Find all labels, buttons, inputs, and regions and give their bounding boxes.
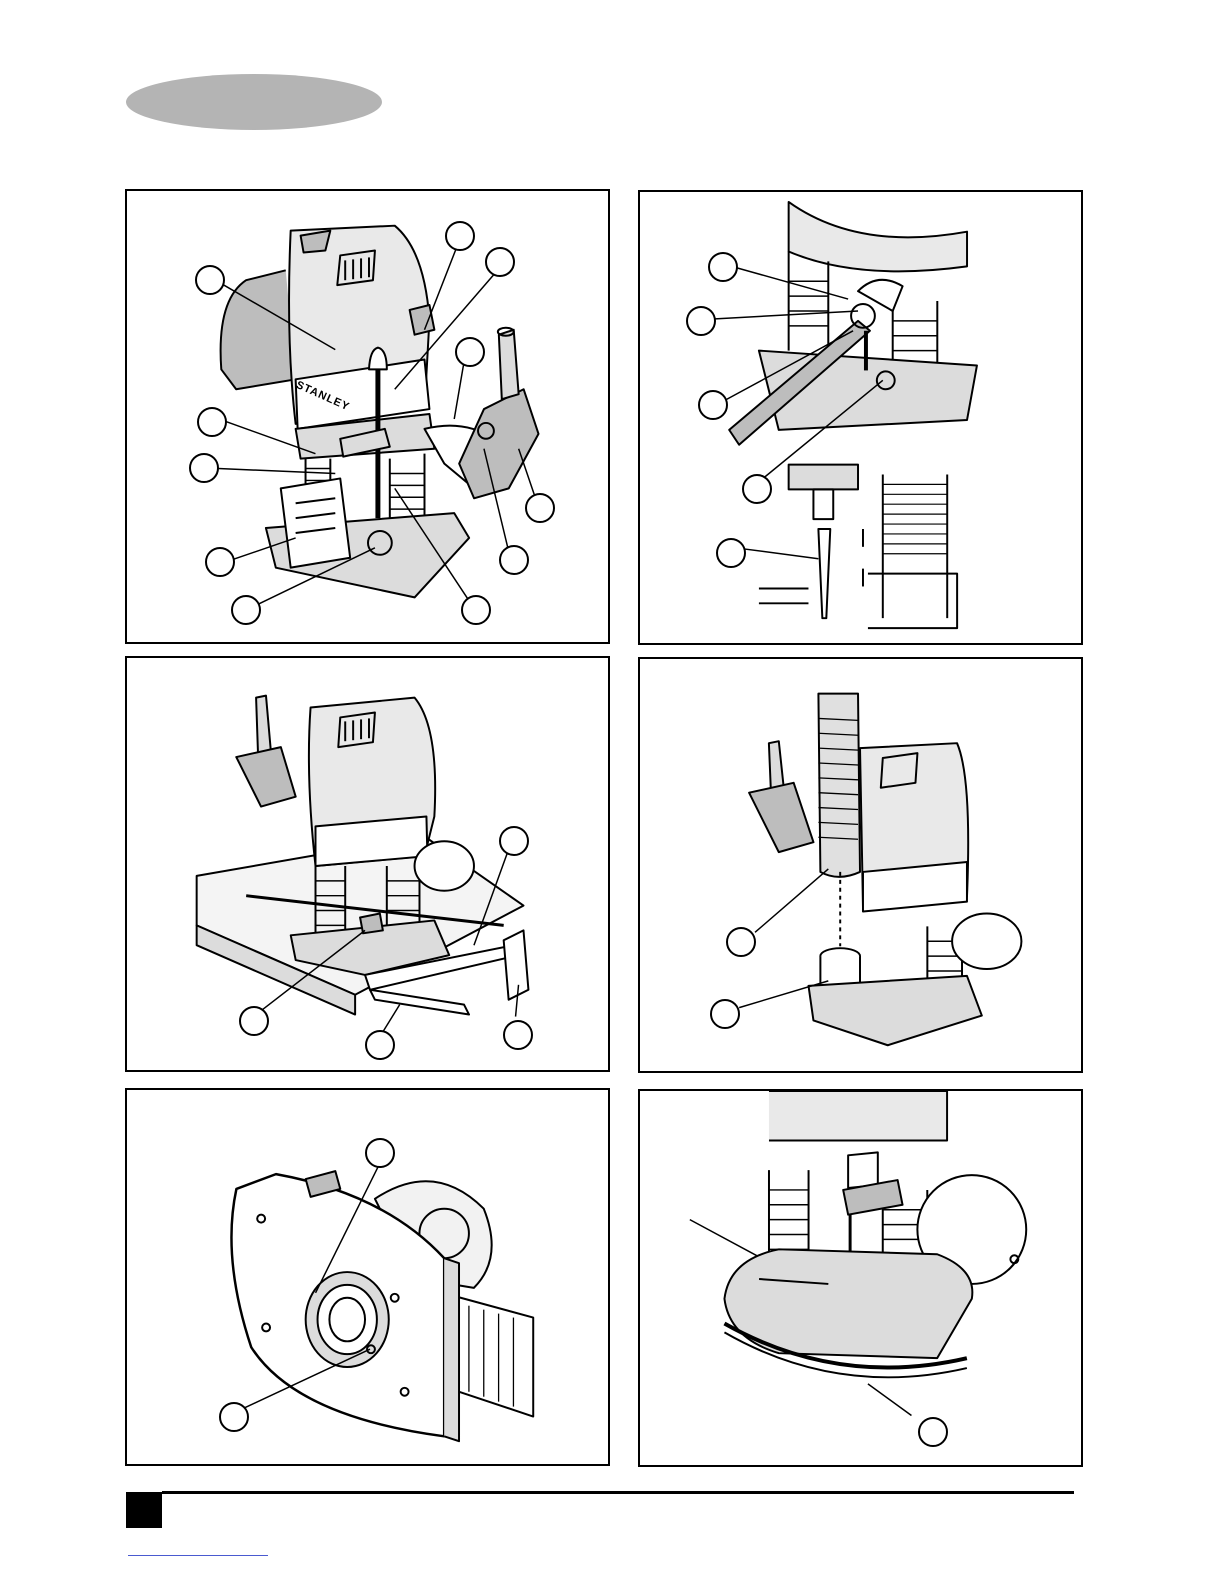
- section-header-oval: [126, 74, 382, 130]
- figure-d-dust-extraction: [638, 657, 1083, 1073]
- figure-a-router-overview: STANLEY: [125, 189, 610, 644]
- callout-c-02: [239, 1006, 269, 1036]
- figure-b-collet-detail: [638, 190, 1083, 645]
- parallel-guide-drawing: [127, 658, 608, 1070]
- dust-extraction-drawing: [640, 659, 1081, 1071]
- template-guide-drawing: [640, 1091, 1081, 1465]
- callout-a-06: [189, 453, 219, 483]
- callout-e-02: [219, 1402, 249, 1432]
- callout-a-08: [499, 545, 529, 575]
- callout-a-09: [205, 547, 235, 577]
- callout-f-01: [918, 1417, 948, 1447]
- callout-c-04: [503, 1020, 533, 1050]
- callout-a-07: [525, 493, 555, 523]
- callout-a-04: [455, 337, 485, 367]
- figure-f-template-guide: [638, 1089, 1083, 1467]
- footer-rule: [162, 1491, 1074, 1494]
- page-number-marker: [126, 1492, 162, 1528]
- callout-d-01: [726, 927, 756, 957]
- callout-a-10: [231, 595, 261, 625]
- callout-b-04: [742, 474, 772, 504]
- callout-a-03: [485, 247, 515, 277]
- callout-b-05: [716, 538, 746, 568]
- figure-e-base-plate: [125, 1088, 610, 1466]
- callout-c-01: [499, 826, 529, 856]
- callout-a-11: [461, 595, 491, 625]
- callout-b-01: [708, 252, 738, 282]
- callout-b-03: [698, 390, 728, 420]
- callout-c-03: [365, 1030, 395, 1060]
- callout-b-02: [686, 306, 716, 336]
- callout-e-01: [365, 1138, 395, 1168]
- callout-a-01: [195, 265, 225, 295]
- figure-c-parallel-guide: [125, 656, 610, 1072]
- footer-link-underline[interactable]: [128, 1555, 268, 1556]
- callout-a-05: [197, 407, 227, 437]
- callout-d-02: [710, 999, 740, 1029]
- callout-a-02: [445, 221, 475, 251]
